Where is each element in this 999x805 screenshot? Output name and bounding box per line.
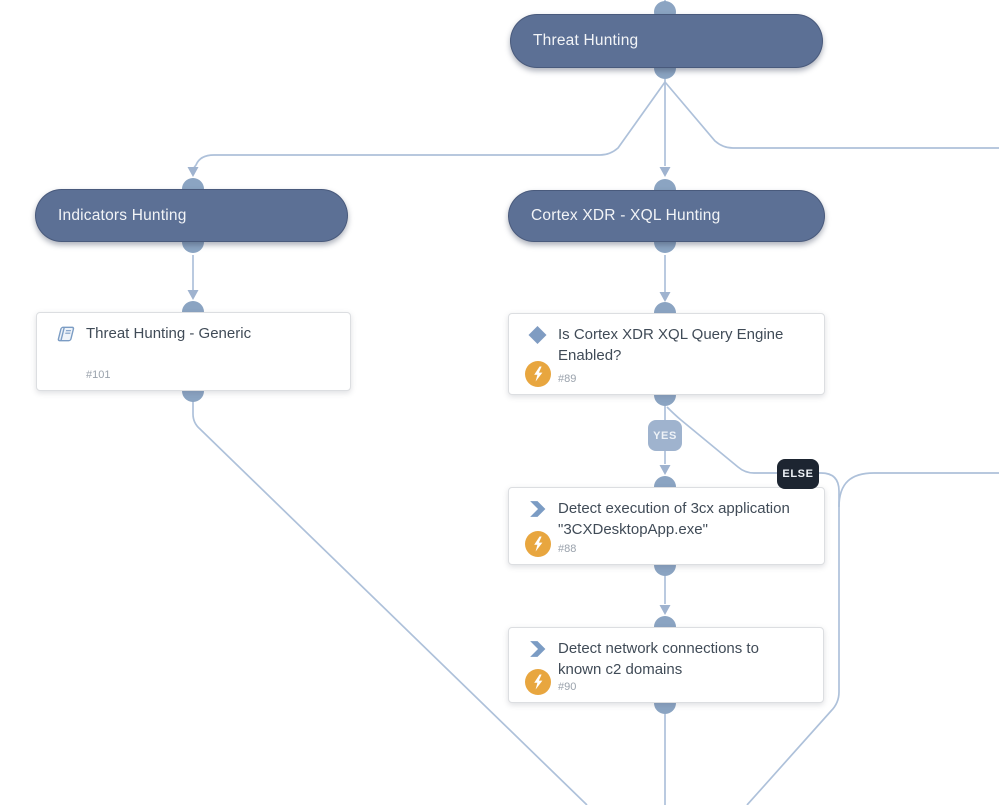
branch-label-else[interactable]: ELSE [777, 459, 819, 489]
task-number: #90 [558, 681, 577, 693]
task-title: Detect execution of 3cx application "3CX… [558, 500, 790, 538]
task-card-89[interactable]: Is Cortex XDR XQL Query Engine Enabled? … [508, 313, 825, 395]
task-card-90[interactable]: Detect network connections to known c2 d… [508, 627, 824, 703]
branch-label-yes[interactable]: YES [648, 420, 682, 451]
task-chevron-icon [530, 501, 546, 517]
task-card-101[interactable]: Threat Hunting - Generic #101 [36, 312, 351, 391]
task-number: #101 [86, 369, 111, 381]
task-number: #88 [558, 543, 577, 555]
playbook-book-icon [57, 326, 75, 342]
section-header-label: Indicators Hunting [58, 206, 187, 224]
lightning-icon [524, 669, 551, 695]
section-header-cortex-xdr-xql-hunting[interactable]: Cortex XDR - XQL Hunting [508, 190, 825, 242]
task-title: Is Cortex XDR XQL Query Engine Enabled? [558, 326, 784, 364]
section-header-label: Threat Hunting [533, 32, 639, 49]
task-chevron-icon [530, 641, 546, 657]
task-title: Threat Hunting - Generic [86, 325, 252, 342]
lightning-icon [524, 531, 551, 557]
section-header-label: Cortex XDR - XQL Hunting [531, 207, 721, 224]
task-card-88[interactable]: Detect execution of 3cx application "3CX… [508, 487, 825, 565]
section-header-threat-hunting[interactable]: Threat Hunting [510, 14, 823, 68]
task-number: #89 [558, 373, 577, 385]
section-header-indicators-hunting[interactable]: Indicators Hunting [35, 189, 348, 242]
task-title: Detect network connections to known c2 d… [558, 640, 759, 678]
lightning-icon [524, 361, 551, 387]
condition-diamond-icon [528, 326, 547, 344]
